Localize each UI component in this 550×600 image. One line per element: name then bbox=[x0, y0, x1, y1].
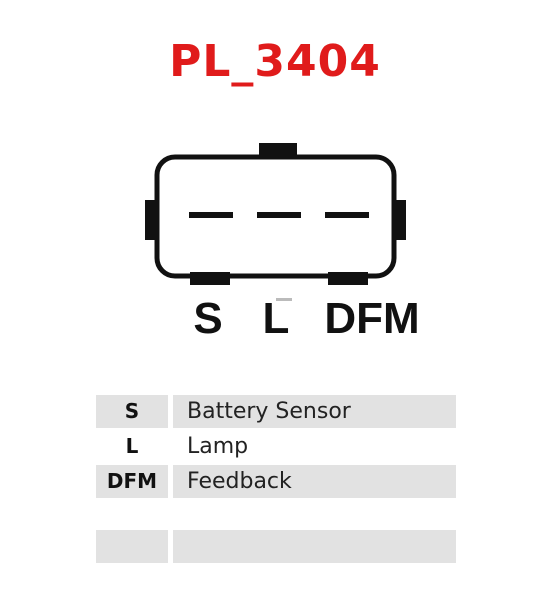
legend-code: DFM bbox=[96, 465, 168, 498]
pin-label-dfm: DFM bbox=[324, 294, 420, 343]
pin-legend-table: S Battery Sensor L Lamp DFM Feedback bbox=[96, 395, 456, 500]
pin-label-s: S bbox=[193, 294, 223, 343]
legend-blank-code bbox=[96, 530, 168, 563]
legend-blank-row bbox=[96, 530, 456, 563]
legend-row: L Lamp bbox=[96, 430, 456, 463]
pin-bar-s bbox=[189, 212, 233, 218]
legend-code: S bbox=[96, 395, 168, 428]
connector-title: PL_3404 bbox=[169, 36, 381, 87]
legend-description: Battery Sensor bbox=[173, 395, 456, 428]
legend-blank-description bbox=[173, 530, 456, 563]
connector-center-mark bbox=[276, 298, 292, 301]
legend-row: S Battery Sensor bbox=[96, 395, 456, 428]
connector-foot-left bbox=[190, 272, 230, 285]
legend-code: L bbox=[125, 434, 139, 458]
legend-row: DFM Feedback bbox=[96, 465, 456, 498]
pin-bar-dfm bbox=[325, 212, 369, 218]
pin-label-l: L bbox=[262, 294, 290, 343]
legend-description: Lamp bbox=[187, 434, 249, 459]
pin-bar-l bbox=[257, 212, 301, 218]
connector-foot-right bbox=[328, 272, 368, 285]
legend-description: Feedback bbox=[173, 465, 456, 498]
